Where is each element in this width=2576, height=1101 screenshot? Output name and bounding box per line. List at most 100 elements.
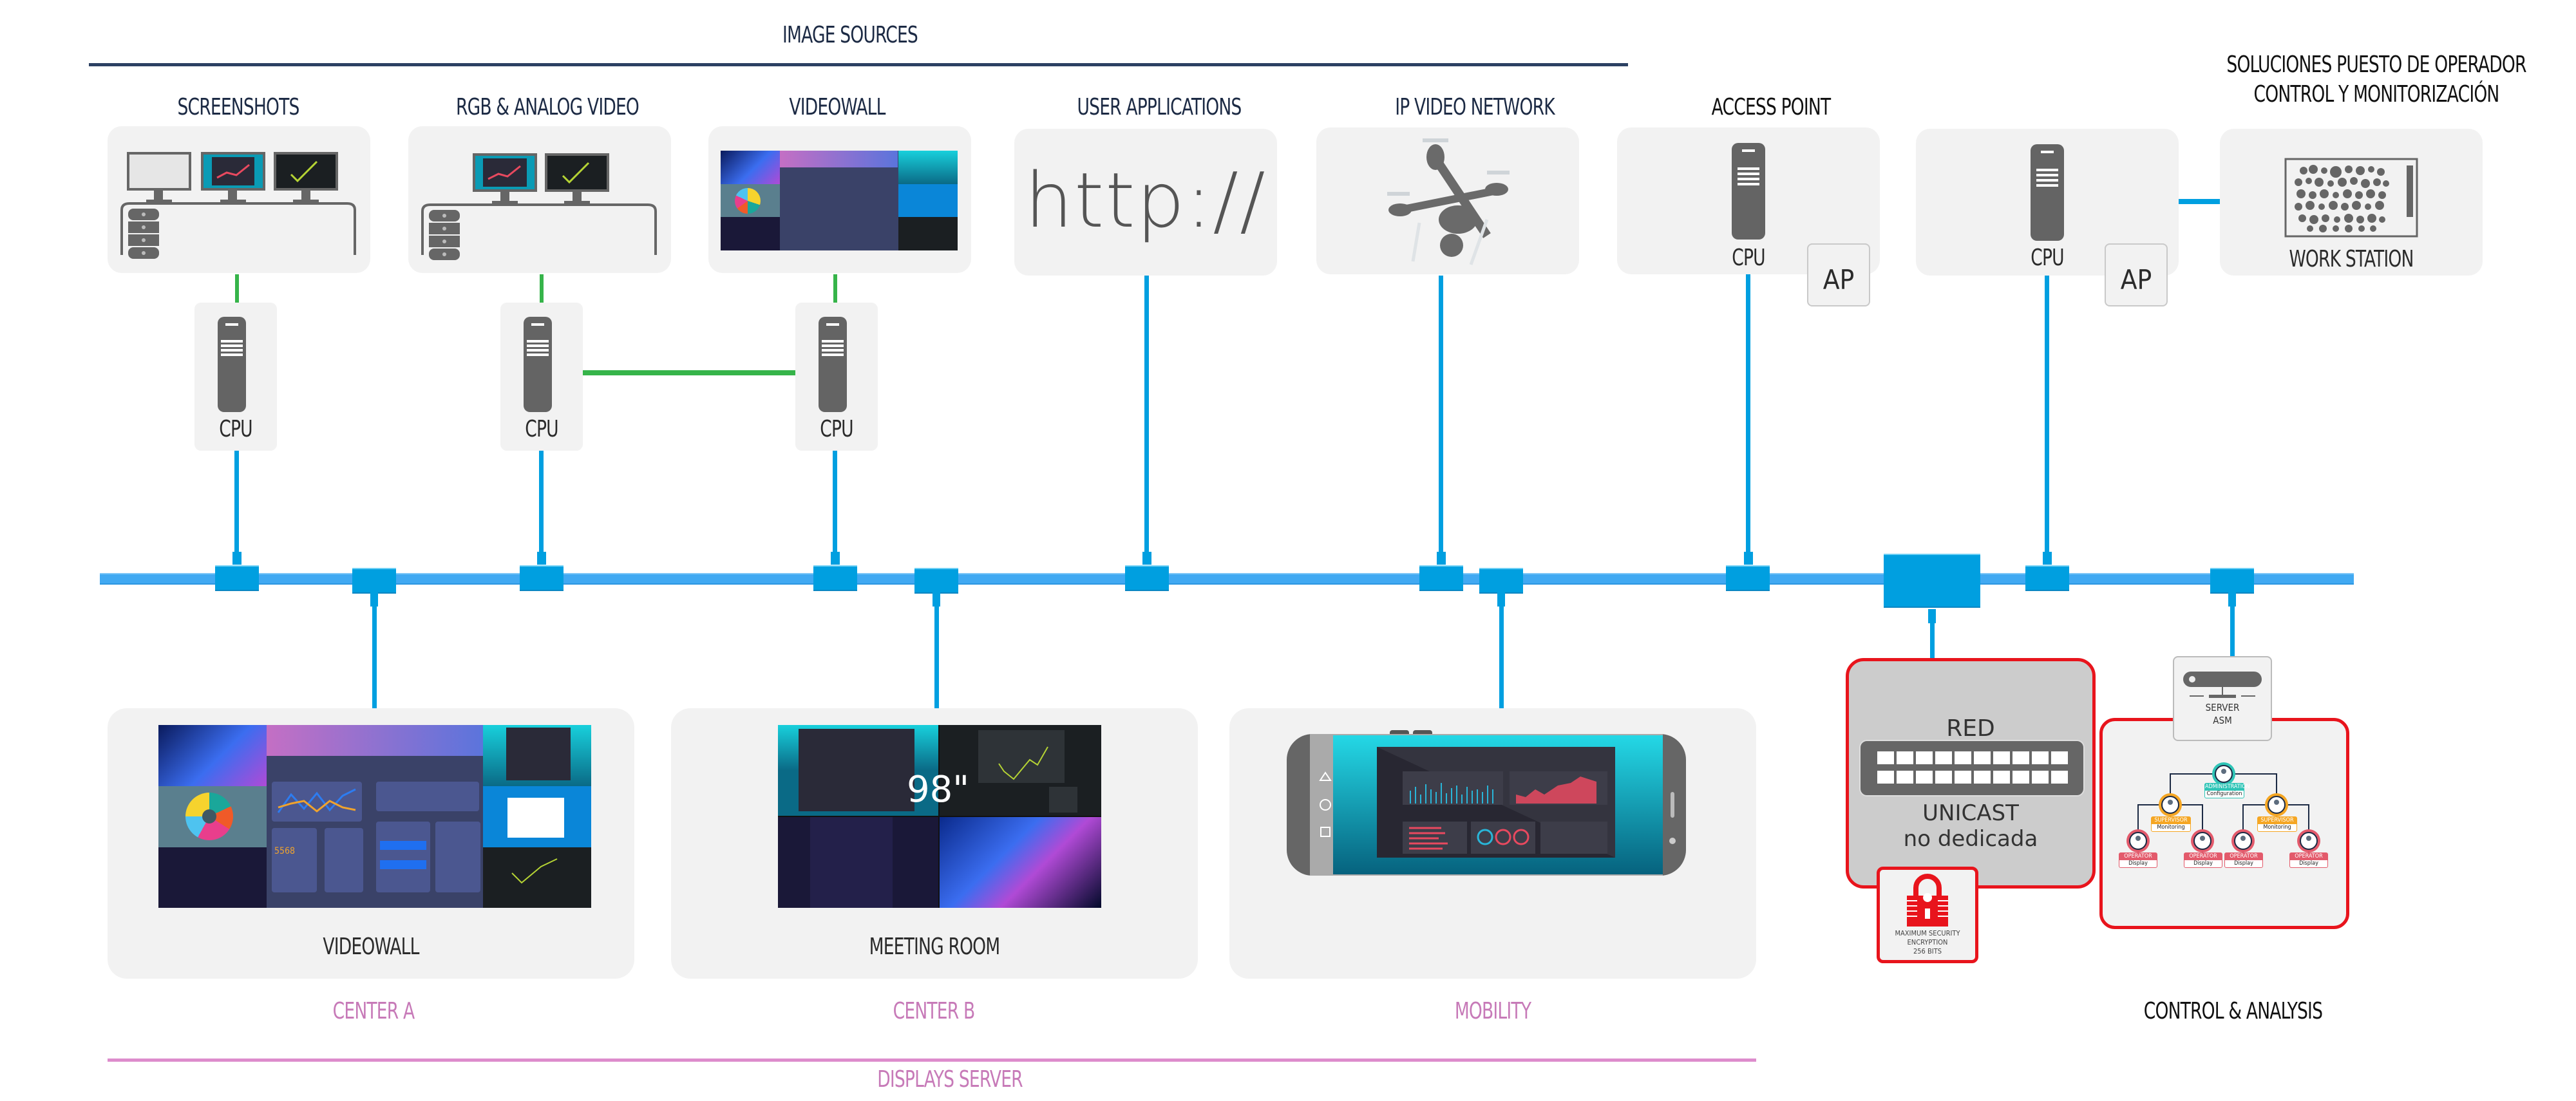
- image-sources-title: IMAGE SOURCES: [782, 22, 918, 48]
- workstation-card[interactable]: WORK STATION: [2220, 129, 2483, 276]
- network-link: [1499, 605, 1504, 708]
- connector-stub: [537, 552, 546, 565]
- connector-stub: [831, 552, 840, 565]
- connector-stub: [1142, 552, 1151, 565]
- cpu-tower-icon: [218, 317, 246, 412]
- server-icon: [2183, 672, 2262, 698]
- source-label-ip-video: IP VIDEO NETWORK: [1395, 94, 1555, 120]
- green-link: [235, 274, 239, 303]
- network-node[interactable]: [813, 565, 857, 591]
- cpu-card[interactable]: CPU: [795, 303, 878, 451]
- network-node[interactable]: [1726, 565, 1770, 591]
- cpu-label: CPU: [1732, 245, 1765, 271]
- source-label-user-apps: USER APPLICATIONS: [1077, 94, 1242, 120]
- network-link: [372, 605, 377, 708]
- lock-icon: [1907, 874, 1948, 927]
- network-link: [1746, 274, 1750, 558]
- image-sources-divider: [89, 63, 1628, 66]
- network-link: [2045, 276, 2049, 558]
- user-applications-card[interactable]: http://: [1014, 129, 1277, 276]
- screenshots-card[interactable]: [108, 126, 370, 273]
- operator-title-line2: CONTROL Y MONITORIZACIÓN: [2253, 81, 2500, 108]
- network-node[interactable]: [1419, 565, 1463, 591]
- connector-stub: [232, 552, 242, 565]
- control-analysis-title: CONTROL & ANALYSIS: [2143, 998, 2323, 1024]
- mobility-label: MOBILITY: [1454, 998, 1531, 1024]
- access-point-card[interactable]: CPU: [1617, 127, 1880, 274]
- network-link: [1930, 622, 1935, 661]
- connector-stub: [1928, 609, 1936, 623]
- displays-server-label: DISPLAYS SERVER: [877, 1066, 1023, 1093]
- server-line2: ASM: [2213, 715, 2232, 726]
- source-label-rgb-analog: RGB & ANALOG VIDEO: [455, 94, 639, 120]
- network-red-box[interactable]: RED UNICAST no dedicada: [1846, 658, 2096, 889]
- green-link: [540, 274, 544, 303]
- screen-size-badge: 98": [907, 769, 970, 811]
- network-mode: UNICAST: [1922, 800, 2019, 826]
- network-node[interactable]: [2210, 568, 2254, 594]
- videowall-source-card[interactable]: [708, 126, 971, 273]
- network-title: RED: [1946, 715, 1995, 742]
- security-line3: 256 BITS: [1913, 947, 1942, 955]
- network-node[interactable]: [215, 565, 259, 591]
- network-node[interactable]: [520, 565, 564, 591]
- connector-stub: [1744, 552, 1753, 565]
- cpu-card[interactable]: CPU: [194, 303, 277, 451]
- network-node[interactable]: [2025, 565, 2069, 591]
- videowall-screen: 5568: [158, 725, 591, 908]
- source-label-screenshots: SCREENSHOTS: [177, 94, 299, 120]
- cpu-label: CPU: [219, 416, 252, 442]
- center-a-label: CENTER A: [332, 998, 415, 1024]
- ap-badge[interactable]: AP: [2105, 243, 2168, 306]
- workstation-label: WORK STATION: [2289, 246, 2414, 272]
- cpu-label: CPU: [820, 416, 853, 442]
- security-line2: ENCRYPTION: [1907, 938, 1948, 946]
- cpu-card[interactable]: CPU: [500, 303, 583, 451]
- network-link: [234, 451, 239, 552]
- videowall-icon: [721, 151, 958, 250]
- network-node[interactable]: [1125, 565, 1169, 591]
- cpu-tower-icon: [2031, 144, 2064, 241]
- ip-video-network-card[interactable]: [1316, 127, 1579, 274]
- switch-ports-icon: [1859, 740, 2085, 796]
- drone-icon: [1387, 138, 1510, 265]
- center-b-label: CENTER B: [893, 998, 976, 1024]
- security-line1: MAXIMUM SECURITY: [1895, 929, 1960, 937]
- workstation-icon: [2284, 158, 2418, 238]
- videowall-display-label: VIDEOWALL: [323, 934, 419, 960]
- connector-stub: [2228, 592, 2236, 607]
- network-link: [833, 451, 837, 552]
- server-asm-card[interactable]: SERVER ASM: [2173, 656, 2272, 741]
- meeting-room-label: MEETING ROOM: [869, 934, 1001, 960]
- connector-stub: [2043, 552, 2052, 565]
- rgb-analog-card[interactable]: [408, 126, 671, 273]
- cpu-tower-icon: [819, 317, 847, 412]
- network-node[interactable]: [914, 568, 958, 594]
- network-link: [1439, 276, 1443, 552]
- meeting-room-card[interactable]: 98" MEETING ROOM: [671, 708, 1198, 979]
- mobility-card[interactable]: [1229, 708, 1756, 979]
- displays-server-divider: [108, 1059, 1756, 1062]
- network-link: [934, 605, 939, 708]
- cpu-label: CPU: [525, 416, 558, 442]
- network-link: [2230, 605, 2235, 657]
- security-badge[interactable]: MAXIMUM SECURITY ENCRYPTION 256 BITS: [1877, 867, 1978, 963]
- cpu-tower-icon: [1732, 143, 1765, 240]
- network-node[interactable]: [1479, 568, 1523, 594]
- network-node[interactable]: [352, 568, 396, 594]
- source-label-access-point: ACCESS POINT: [1711, 94, 1831, 120]
- http-icon: http://: [1025, 156, 1267, 245]
- network-switch-node[interactable]: [1884, 554, 1980, 608]
- desk-monitors-icon: [421, 153, 657, 260]
- network-link: [539, 451, 544, 552]
- cpu-tower-icon: [524, 317, 552, 412]
- ap-badge[interactable]: AP: [1807, 243, 1870, 306]
- videowall-display-card[interactable]: 5568 VIDEOWALL: [108, 708, 634, 979]
